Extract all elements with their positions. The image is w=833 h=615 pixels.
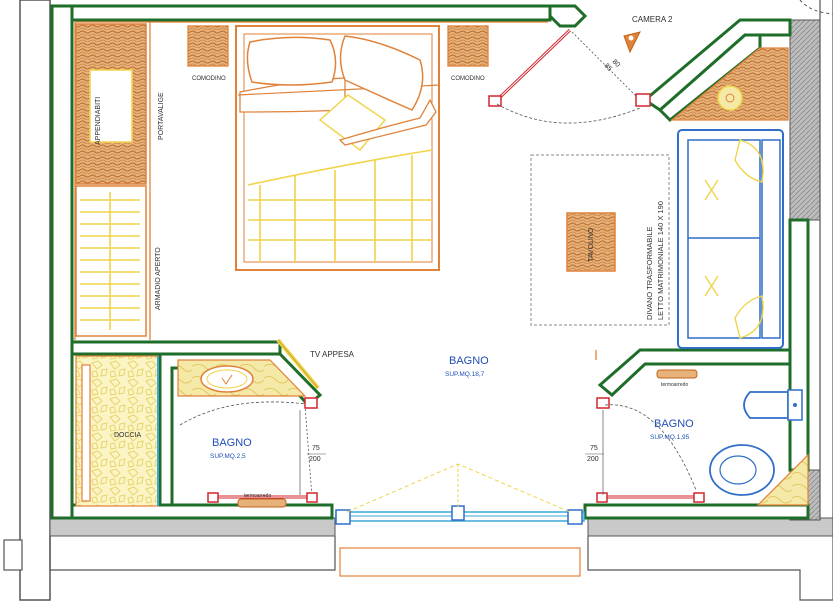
right-bathroom: termoarredo BAGNO SUP.MQ.1,95 75 200 (585, 369, 809, 506)
portavalige-label: PORTAVALIGE (158, 92, 165, 140)
divano-label-2: LETTO MATRIMONIALE 140 X 190 (656, 201, 665, 320)
doccia-label: DOCCIA (114, 432, 142, 439)
comodino-left-label: COMODINO (192, 76, 226, 82)
tavolino-label: TAVOLINO (588, 227, 595, 262)
termo-right-label: termoarredo (661, 382, 688, 388)
tv-label: TV APPESA (310, 350, 355, 359)
nightstand-left: COMODINO (187, 25, 229, 82)
door-dim-bottom: 80 (611, 58, 622, 69)
dim-right-top: 75 (590, 445, 598, 452)
main-bagno-title: BAGNO (449, 355, 489, 367)
bagno-left-sup: SUP.MQ.2,5 (210, 453, 246, 460)
main-bagno-sup: SUP.MQ.18,7 (445, 371, 485, 378)
room-outline (74, 21, 597, 360)
corner-lamp-table (670, 47, 789, 121)
armadio-label: ARMADIO APERTO (155, 247, 162, 310)
double-bed (235, 25, 441, 271)
tv: TV APPESA (276, 338, 355, 390)
wardrobe: APPENDIABITI PORTAVALIGE ARMADIO APERTO (75, 23, 165, 337)
camera-icon: CAMERA 2 (623, 15, 673, 54)
left-bathroom: DOCCIA termoarredo BAGNO SUP.MQ.2,5 75 2… (75, 355, 326, 508)
dim-left-bottom: 200 (309, 456, 321, 463)
exterior-curve (799, 0, 833, 15)
comodino-right-label: COMODINO (451, 76, 485, 82)
window-door (335, 463, 585, 577)
camera-label: CAMERA 2 (632, 15, 673, 24)
main-room-label: BAGNO SUP.MQ.18,7 (445, 355, 489, 378)
bagno-right-sup: SUP.MQ.1,95 (650, 434, 690, 441)
bagno-right-title: BAGNO (654, 418, 694, 430)
coffee-table: TAVOLINO (566, 212, 616, 272)
door-dim-top: 85 (603, 62, 614, 73)
termo-left-label: termoarredo (244, 493, 271, 499)
dim-right-bottom: 200 (587, 456, 599, 463)
appendiabiti-label: APPENDIABITI (95, 97, 102, 145)
dim-left-top: 75 (312, 445, 320, 452)
divano-label-1: DIVANO TRASFORMABILE (645, 227, 654, 321)
room-door-top: 85 80 (488, 28, 651, 124)
bagno-left-title: BAGNO (212, 437, 252, 449)
sofa-bed: DIVANO TRASFORMABILE LETTO MATRIMONIALE … (530, 129, 784, 349)
nightstand-right: COMODINO (447, 25, 489, 82)
